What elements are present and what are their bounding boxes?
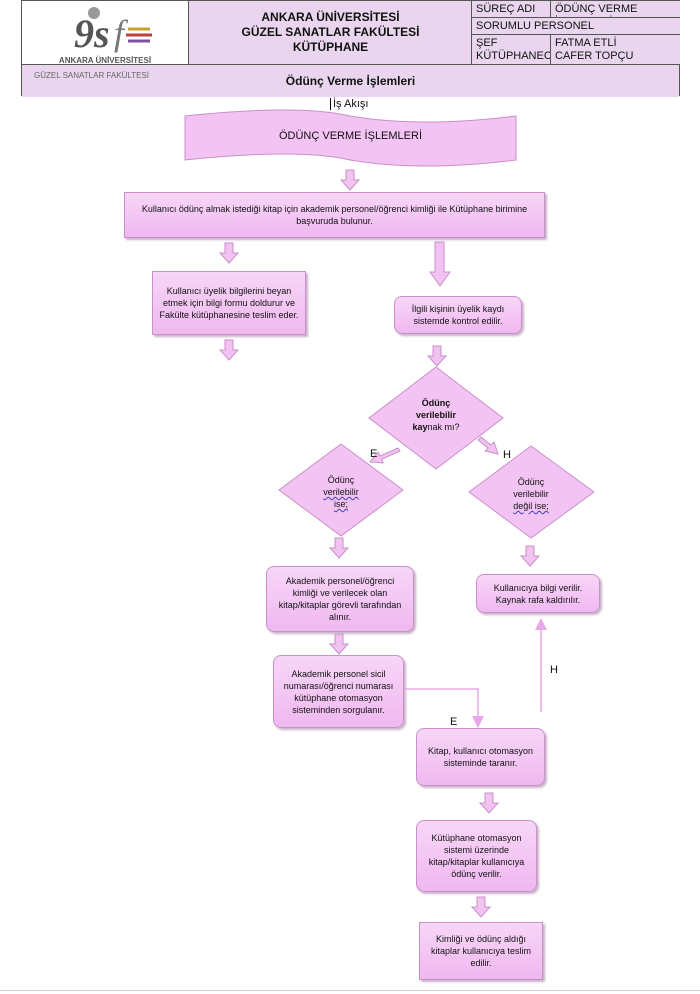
institution-line-1: ANKARA ÜNİVERSİTESİ [261,10,400,24]
institution-title: ANKARA ÜNİVERSİTESİ GÜZEL SANATLAR FAKÜL… [188,1,473,64]
banner-shape [184,109,517,167]
faculty-logo: 9s f ANKARA ÜNİVERSİTESİ [22,1,188,65]
decision-main-line2: verilebilir [415,410,457,420]
decision-main-line3b: nak mı? [427,422,460,432]
arrow-yes-branch [369,447,401,464]
arrow-3-long [429,241,451,287]
subtitle: Ödünç Verme İşlemleri [22,64,679,97]
step-inform: Kullanıcıya bilgi verilir. Kaynak rafa k… [476,574,600,613]
decision-yes-shape [278,443,404,537]
logo-line2: GÜZEL SANATLAR FAKÜLTESİ [34,71,149,80]
arrow-4 [219,339,239,361]
staff-name-1: FATMA ETLİ [555,37,617,49]
decision-yes-line3: ise; [333,499,348,509]
institution-line-3: KÜTÜPHANE [292,40,369,54]
decision-yes-line2: verilebilir [323,487,359,497]
decision-no-line1: Ödünç [517,477,545,487]
query-yes-label: E [450,716,458,728]
staff-names: FATMA ETLİ CAFER TOPÇU [550,34,680,65]
institution-line-2: GÜZEL SANATLAR FAKÜLTESİ [241,25,420,39]
decision-no-line3: değil ise; [513,501,549,511]
banner-title: ÖDÜNÇ VERME İŞLEMLERİ [278,130,423,142]
arrow-7 [520,545,540,567]
step-take-id: Akademik personel/öğrenci kimliği ve ver… [266,566,414,632]
step-membership-form: Kullanıcı üyelik bilgilerini beyan etmek… [152,271,306,335]
decision-main-shape [368,366,504,470]
arrow-1 [340,169,360,191]
decision-main-text: Ödünç verilebilir kaynak mı? [386,397,486,433]
staff-name-2: CAFER TOPÇU [555,50,634,62]
step-scan: Kitap, kullanıcı otomasyon sisteminde ta… [416,728,545,786]
step-check-membership: İlgili kişinin üyelik kaydı sistemde kon… [394,296,522,334]
arrow-no-branch [477,436,499,455]
no-label: H [503,449,511,461]
step-deliver: Kimliği ve ödünç aldığı kitaplar kullanı… [419,922,543,980]
step-apply: Kullanıcı ödünç almak istediği kitap içi… [124,192,545,238]
step-query: Akademik personel sicil numarası/öğrenci… [273,655,404,728]
decision-main-line3a: kay [412,422,428,432]
arrow-2 [219,242,239,264]
line-query-to-scan [404,688,484,728]
gsf-logo-icon: 9s f [74,7,152,56]
scan-no-label: H [550,664,558,676]
arrow-8 [329,633,349,655]
page-bottom-rule [0,990,700,991]
decision-no-line2: verilebilir [513,489,549,499]
decision-no-text: Ödünç verilebilir değil ise; [490,476,572,512]
header-table: 9s f ANKARA ÜNİVERSİTESİ ANKARA ÜNİVERSİ… [21,0,680,97]
decision-no-shape [468,445,595,539]
arrow-10 [471,896,491,918]
step-lend: Kütüphane otomasyon sistemi üzerinde kit… [416,820,537,892]
arrow-5 [427,345,447,367]
arrow-6 [329,537,349,559]
decision-main-line1: Ödünç [421,398,451,408]
arrow-9 [479,792,499,814]
workflow-label: İş Akışı [330,98,368,110]
decision-yes-text: Ödünç verilebilir ise; [300,474,382,510]
decision-yes-line1: Ödünç [327,475,355,485]
yes-label: E [370,448,378,460]
logo-line1: ANKARA ÜNİVERSİTESİ [58,56,152,65]
